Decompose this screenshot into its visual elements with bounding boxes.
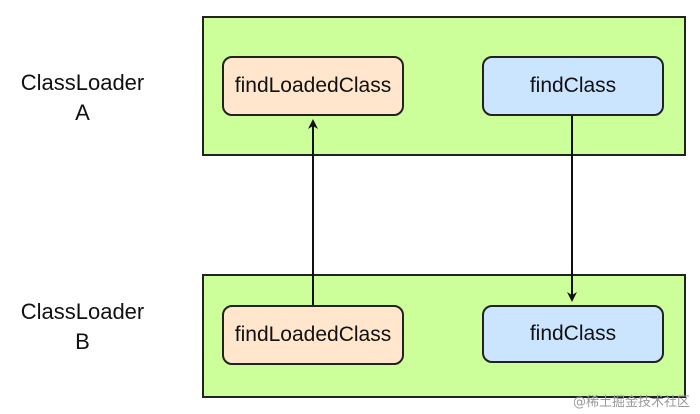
classloader-a-find-class-node: findClass — [482, 56, 664, 116]
classloader-a-find-loaded-class-node: findLoadedClass — [222, 56, 404, 116]
classloader-b-find-loaded-class-node: findLoadedClass — [222, 305, 404, 365]
classloader-b-label-line1: ClassLoader — [20, 299, 145, 324]
classloader-b-label-line2: B — [75, 329, 90, 354]
classloader-a-label-line1: ClassLoader — [20, 70, 145, 95]
classloader-b-find-class-node: findClass — [482, 305, 664, 363]
classloader-b-label: ClassLoader B — [0, 297, 165, 357]
classloader-a-label: ClassLoader A — [0, 68, 165, 128]
classloader-a-label-line2: A — [75, 100, 90, 125]
watermark-text: @稀土掘金技术社区 — [572, 395, 690, 410]
